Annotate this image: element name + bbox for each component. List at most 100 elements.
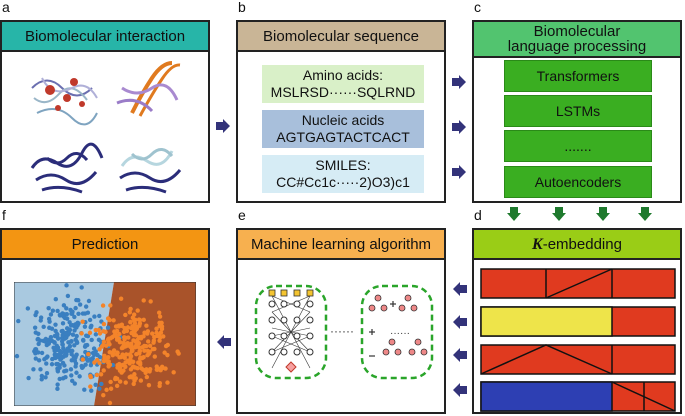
scatter-point-class-2 [101, 339, 107, 345]
scatter-point-class-2 [122, 325, 127, 331]
scatter-point-class-1 [105, 325, 111, 330]
panel-c-title-line1: Biomolecular [533, 23, 621, 40]
scatter-point-class-2 [144, 367, 149, 372]
scatter-point-class-2 [106, 360, 111, 366]
scatter-point-class-1 [60, 360, 66, 366]
scatter-point-class-1 [53, 328, 58, 334]
protein-2 [30, 142, 104, 194]
scatter-point-class-1 [72, 328, 77, 333]
scatter-point-class-2 [129, 326, 134, 331]
scatter-point-class-2 [100, 303, 106, 308]
scatter-point-class-1 [76, 298, 81, 303]
scatter-point-class-2 [113, 324, 119, 329]
model-ellipsis: ....... [504, 130, 652, 162]
scatter-point-class-2 [140, 345, 145, 350]
scatter-point-class-2 [120, 344, 126, 350]
scatter-point-class-1 [89, 388, 94, 393]
scatter-point-class-2 [148, 299, 153, 304]
panel-letter-c: c [474, 0, 481, 15]
scatter-point-class-2 [121, 329, 127, 335]
scatter-point-class-1 [92, 352, 97, 358]
scatter-point-class-1 [86, 298, 92, 304]
scatter-point-class-1 [92, 314, 97, 319]
scatter-point-class-2 [141, 367, 146, 373]
protein-structures-illustration [30, 61, 182, 194]
scatter-point-class-1 [57, 376, 62, 382]
scatter-point-class-2 [152, 354, 157, 359]
scatter-point-class-2 [124, 352, 129, 357]
scatter-point-class-1 [54, 343, 60, 349]
scatter-point-class-1 [69, 311, 75, 316]
scatter-point-class-1 [64, 306, 69, 311]
scatter-point-class-2 [108, 379, 113, 385]
scatter-point-class-1 [31, 367, 36, 372]
scatter-point-class-2 [107, 400, 113, 406]
scatter-point-class-2 [156, 310, 162, 315]
scatter-point-class-1 [63, 330, 69, 336]
scatter-point-class-1 [60, 328, 65, 334]
scatter-point-class-1 [67, 343, 73, 349]
k-embedding-bars [480, 268, 676, 412]
scatter-point-class-2 [132, 372, 137, 377]
scatter-point-class-2 [125, 343, 130, 348]
scatter-point-class-1 [97, 313, 102, 319]
scatter-point-class-1 [70, 378, 75, 384]
panel-c: Biomolecular language processing Transfo… [472, 20, 682, 203]
scatter-point-class-2 [88, 384, 93, 389]
arrow-d-to-e-3 [453, 348, 467, 362]
panel-letter-e: e [238, 207, 246, 223]
panel-f-title: Prediction [71, 235, 139, 253]
scatter-point-class-2 [117, 379, 123, 384]
scatter-point-class-2 [117, 355, 122, 360]
scatter-point-class-1 [57, 348, 63, 354]
scatter-point-class-1 [72, 314, 77, 320]
scatter-point-class-1 [57, 365, 62, 370]
smiles-label: SMILES: [315, 157, 371, 173]
scatter-point-class-1 [55, 308, 60, 314]
scatter-point-class-2 [128, 306, 133, 312]
scatter-point-class-1 [26, 375, 31, 381]
scatter-point-class-2 [117, 339, 123, 345]
scatter-point-class-1 [41, 324, 46, 330]
scatter-point-class-1 [83, 343, 88, 348]
panel-e: Machine learning algorithm [236, 228, 446, 414]
scatter-point-class-2 [137, 360, 143, 366]
scatter-point-class-2 [143, 343, 149, 349]
arrow-c-to-d-1 [507, 207, 521, 221]
scatter-point-class-2 [121, 368, 126, 373]
panel-b-header: Biomolecular sequence [238, 22, 444, 52]
panel-d: K-embedding [472, 228, 682, 414]
ml-dots: ······ [330, 324, 354, 338]
scatter-point-class-2 [96, 327, 102, 333]
scatter-point-class-1 [60, 332, 65, 338]
scatter-point-class-1 [54, 347, 59, 353]
scatter-point-class-1 [64, 283, 69, 288]
scatter-point-class-1 [79, 285, 84, 290]
scatter-point-class-1 [70, 348, 75, 354]
scatter-point-class-2 [86, 351, 91, 357]
scatter-point-class-2 [125, 358, 131, 363]
smiles-value: CC#Cc1c·····2)O3)c1 [276, 174, 410, 190]
scatter-point-class-2 [133, 333, 139, 338]
scatter-point-class-2 [158, 367, 163, 373]
scatter-point-class-2 [118, 296, 124, 301]
scatter-point-class-1 [51, 345, 56, 351]
scatter-point-class-1 [39, 350, 45, 356]
scatter-point-class-1 [63, 335, 68, 341]
panel-letter-a: a [2, 0, 10, 15]
scatter-point-class-1 [81, 337, 86, 343]
scatter-point-class-1 [55, 382, 60, 387]
scatter-point-class-2 [136, 341, 142, 346]
scatter-point-class-1 [67, 320, 72, 325]
scatter-point-class-1 [84, 333, 89, 338]
panel-c-title-line2: language processing [507, 38, 647, 55]
scatter-point-class-1 [70, 332, 76, 337]
scatter-point-class-1 [36, 341, 41, 347]
scatter-point-class-2 [132, 321, 138, 326]
scatter-point-class-1 [83, 362, 88, 367]
panel-a-title: Biomolecular interaction [24, 27, 186, 45]
scatter-point-class-2 [97, 331, 103, 336]
scatter-point-class-2 [165, 342, 170, 348]
scatter-point-class-2 [157, 314, 163, 319]
panel-e-header: Machine learning algorithm [238, 230, 444, 260]
